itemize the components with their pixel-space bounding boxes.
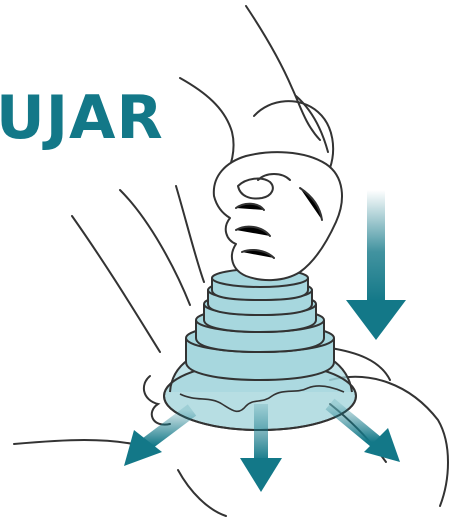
hand-icon: [214, 152, 342, 280]
spread-arrow-icon: [124, 404, 400, 492]
instruction-label: UJAR: [0, 88, 164, 148]
down-arrow-icon: [346, 190, 406, 340]
